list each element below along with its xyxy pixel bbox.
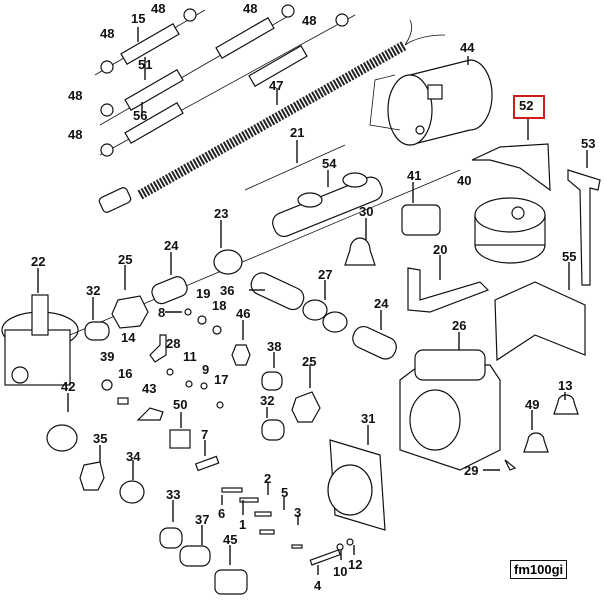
part-label-22: 22	[31, 254, 46, 269]
part-label-17: 17	[214, 372, 229, 387]
filter-canister	[369, 59, 493, 146]
part-label-51: 51	[138, 57, 153, 72]
pipe	[250, 272, 305, 311]
part-label-48: 48	[151, 1, 166, 16]
manifold	[272, 172, 383, 238]
leader-arrows	[37, 27, 588, 575]
part-label-32: 32	[86, 283, 101, 298]
part-label-48: 48	[100, 26, 115, 41]
pipe-nipple	[151, 276, 188, 305]
nipple	[84, 321, 110, 341]
part-label-10: 10	[333, 564, 348, 579]
part-label-28: 28	[166, 336, 181, 351]
part-label-48: 48	[68, 127, 83, 142]
part-label-34: 34	[126, 449, 141, 464]
part-label-35: 35	[93, 431, 108, 446]
highlight-box	[513, 95, 545, 119]
part-label-20: 20	[433, 242, 448, 257]
hose-clamp	[100, 103, 114, 117]
part-label-6: 6	[218, 506, 226, 521]
part-label-7: 7	[201, 427, 209, 442]
part-label-14: 14	[121, 330, 136, 345]
part-label-32: 32	[260, 393, 275, 408]
part-label-48: 48	[68, 88, 83, 103]
part-label-31: 31	[361, 411, 376, 426]
part-label-11: 11	[183, 349, 197, 364]
part-label-43: 43	[142, 381, 157, 396]
figure-code: fm100gi	[510, 560, 568, 579]
part-label-26: 26	[452, 318, 467, 333]
tube	[244, 144, 346, 191]
part-label-21: 21	[290, 125, 305, 140]
part-label-52: 52	[519, 98, 534, 113]
part-label-24: 24	[374, 296, 389, 311]
support-bracket	[567, 169, 601, 286]
part-label-39: 39	[100, 349, 115, 364]
part-label-29: 29	[464, 463, 479, 478]
part-label-18: 18	[212, 298, 227, 313]
part-label-53: 53	[581, 136, 596, 151]
part-label-2: 2	[264, 471, 272, 486]
part-label-47: 47	[269, 78, 284, 93]
hose-clamp	[281, 4, 295, 18]
part-label-55: 55	[562, 249, 577, 264]
hose-clamp	[100, 143, 114, 157]
part-label-15: 15	[131, 11, 146, 26]
part-label-30: 30	[359, 204, 374, 219]
part-label-1: 1	[239, 517, 247, 532]
l-bracket	[494, 281, 586, 362]
hose-clamp	[183, 8, 197, 22]
part-label-23: 23	[214, 206, 229, 221]
part-label-38: 38	[267, 339, 282, 354]
part-label-25: 25	[118, 252, 133, 267]
part-label-54: 54	[322, 156, 337, 171]
part-label-49: 49	[525, 397, 540, 412]
part-label-4: 4	[314, 578, 322, 593]
hose-assembly	[94, 4, 356, 157]
mounting-bracket	[471, 143, 551, 192]
part-label-3: 3	[294, 505, 302, 520]
part-label-33: 33	[166, 487, 181, 502]
elbow	[213, 249, 243, 275]
gas-valve	[399, 349, 501, 471]
part-label-56: 56	[133, 108, 148, 123]
hose-clamp	[100, 60, 114, 74]
u-clamp	[344, 237, 376, 266]
part-label-45: 45	[223, 532, 238, 547]
part-label-48: 48	[302, 13, 317, 28]
part-label-36: 36	[220, 283, 235, 298]
part-label-48: 48	[243, 1, 258, 16]
part-label-19: 19	[196, 286, 211, 301]
part-label-8: 8	[158, 305, 166, 320]
part-label-46: 46	[236, 306, 251, 321]
part-label-37: 37	[195, 512, 210, 527]
angle-bracket	[407, 267, 490, 313]
regulator	[474, 197, 546, 264]
part-label-9: 9	[202, 362, 210, 377]
gas-regulator	[1, 294, 79, 386]
part-label-13: 13	[558, 378, 573, 393]
flange	[327, 439, 386, 531]
union	[111, 295, 149, 329]
part-label-16: 16	[118, 366, 133, 381]
part-label-41: 41	[407, 168, 422, 183]
part-label-44: 44	[460, 40, 475, 55]
small-fittings	[46, 308, 579, 595]
part-label-12: 12	[348, 557, 363, 572]
part-label-24: 24	[164, 238, 179, 253]
flexible-conduit	[98, 19, 446, 213]
hose-clamp	[335, 13, 349, 27]
part-label-27: 27	[318, 267, 333, 282]
part-label-50: 50	[173, 397, 188, 412]
part-label-25: 25	[302, 354, 317, 369]
part-label-42: 42	[61, 379, 76, 394]
part-label-5: 5	[281, 485, 289, 500]
pressure-switch	[401, 204, 441, 236]
part-label-40: 40	[457, 173, 472, 188]
